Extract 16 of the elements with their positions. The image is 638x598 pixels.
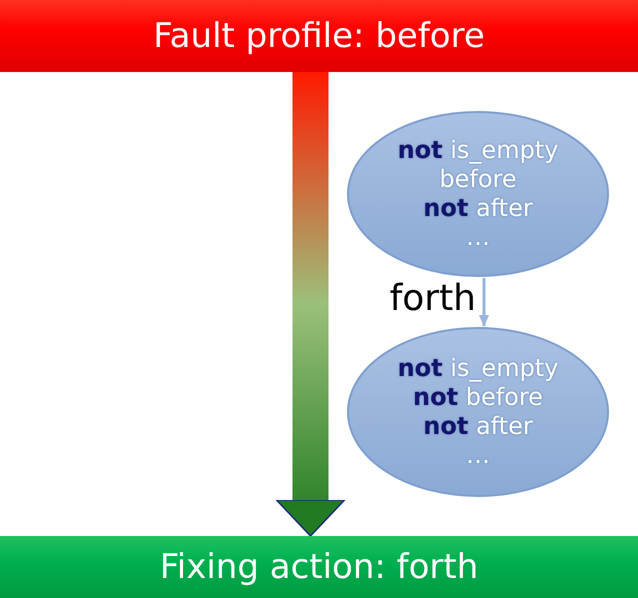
state-ellipse [346, 110, 610, 278]
title-band [0, 536, 638, 598]
band-title: Fixing action: forth [160, 547, 478, 587]
title-band [0, 0, 638, 72]
band-title: Fault profile: before [153, 16, 485, 56]
predicate-text: … [466, 440, 490, 470]
predicate-text: not after [423, 194, 533, 223]
state-ellipse [346, 326, 610, 498]
arrow [276, 72, 346, 537]
predicate-text: not before [413, 383, 543, 412]
arrow [479, 278, 489, 327]
predicate-text: not is_empty [398, 354, 558, 384]
predicate-text: not after [423, 412, 533, 441]
predicate-text: not is_empty [398, 136, 558, 166]
predicate-text: … [466, 222, 490, 252]
predicate-text: before [439, 165, 517, 194]
